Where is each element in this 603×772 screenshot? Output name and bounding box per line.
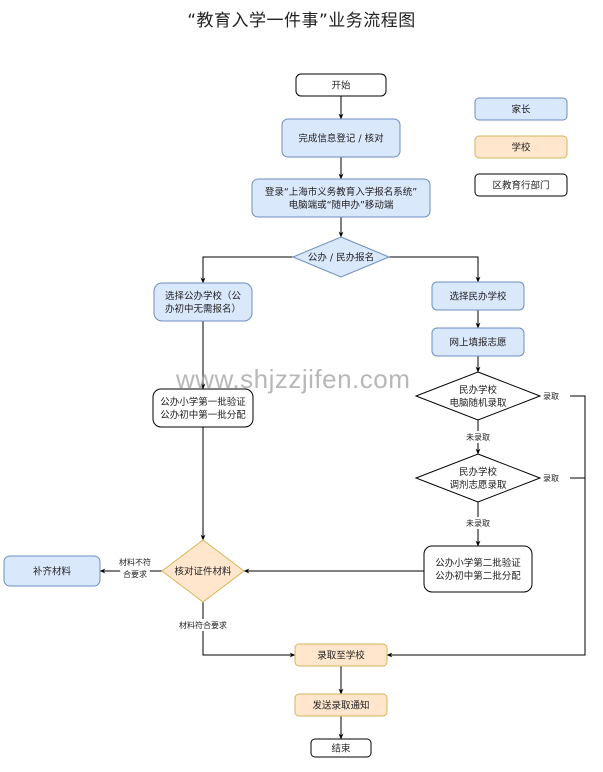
private-adjust-label: 调剂志愿录取 — [449, 479, 507, 491]
end-label: 结束 — [331, 743, 351, 755]
admit-school-label: 录取至学校 — [317, 650, 365, 662]
legend-parent-swatch — [474, 97, 568, 121]
e-adjust-batch2-label: 未录取 — [466, 518, 490, 528]
start-label: 开始 — [331, 80, 351, 92]
admit-school-shape — [294, 643, 388, 667]
public-batch-1-label: 公办小学第一批验证 — [160, 396, 246, 408]
e-choice-private-connector — [389, 256, 481, 283]
public-private-choice-label: 公办 / 民办报名 — [308, 252, 374, 264]
legend-dept-swatch — [474, 173, 568, 197]
public-batch-2-shape — [423, 545, 533, 593]
login-system-node: 登录“上海市义务教育入学报名系统”电脑端或“随申办”移动端 — [251, 178, 431, 218]
supplement-docs-node: 补齐材料 — [3, 555, 101, 587]
verify-docs-shape — [161, 539, 245, 603]
choose-public-label: 选择公办学校（公 — [165, 290, 242, 302]
edge-label-bg — [116, 556, 154, 568]
info-register-node: 完成信息登记 / 核对 — [281, 118, 401, 158]
private-lottery-label: 电脑随机录取 — [449, 397, 507, 409]
edge-label-bg — [541, 472, 565, 484]
send-notice-node: 发送录取通知 — [294, 693, 388, 717]
end-node: 结束 — [310, 738, 372, 758]
login-system-label: 登录“上海市义务教育入学报名系统” — [265, 186, 417, 198]
legend-dept: 区教育行部门 — [474, 173, 568, 197]
e-choice-public-connector — [200, 256, 293, 284]
private-adjust-label: 民办学校 — [459, 466, 498, 478]
e-verify-supplement-label: 合要求 — [123, 569, 147, 579]
legend-school: 学校 — [474, 135, 568, 159]
edge-label-bg — [120, 568, 150, 580]
public-private-choice-node: 公办 / 民办报名 — [291, 236, 391, 278]
start-node: 开始 — [295, 73, 387, 97]
e-adjust-admit-label: 录取 — [543, 474, 559, 483]
admit-school-node: 录取至学校 — [294, 643, 388, 667]
login-system-label: 电脑端或“随申办”移动端 — [289, 199, 394, 211]
legend-school-swatch — [474, 135, 568, 159]
info-register-shape — [281, 118, 401, 158]
e-lottery-admit-label: 录取 — [543, 392, 559, 401]
e-lottery-adjust-label: 未录取 — [466, 432, 490, 442]
send-notice-shape — [294, 693, 388, 717]
legend-parent-label: 家长 — [511, 104, 531, 116]
e-lottery-admit-connector — [386, 395, 586, 658]
verify-docs-label: 核对证件材料 — [174, 566, 232, 578]
public-batch-1-shape — [152, 388, 254, 428]
choose-public-label: 办初中无需报名） — [165, 303, 241, 315]
private-adjust-shape — [414, 453, 542, 503]
legend-dept-label: 区教育行部门 — [492, 180, 549, 192]
public-private-choice-shape — [291, 236, 391, 278]
login-system-shape — [251, 178, 431, 218]
choose-public-shape — [153, 282, 253, 322]
public-batch-2-label: 公办初中第二批分配 — [435, 570, 521, 582]
fill-preference-node: 网上填报志愿 — [431, 327, 525, 357]
send-notice-label: 发送录取通知 — [312, 700, 369, 712]
verify-docs-node: 核对证件材料 — [161, 539, 245, 603]
supplement-docs-label: 补齐材料 — [33, 566, 72, 578]
legend-school-label: 学校 — [511, 142, 531, 154]
choose-private-label: 选择民办学校 — [449, 291, 507, 303]
public-batch-2-label: 公办小学第二批验证 — [435, 557, 521, 569]
supplement-docs-shape — [3, 555, 101, 587]
choose-private-node: 选择民办学校 — [431, 281, 525, 311]
fill-preference-label: 网上填报志愿 — [449, 337, 506, 349]
private-lottery-label: 民办学校 — [459, 384, 498, 396]
info-register-label: 完成信息登记 / 核对 — [298, 133, 384, 145]
edge-label-bg — [463, 517, 493, 529]
edge-label-bg — [463, 431, 493, 443]
edge-label-bg — [541, 390, 565, 402]
private-lottery-shape — [414, 371, 542, 421]
choose-private-shape — [431, 281, 525, 311]
end-shape — [310, 738, 372, 758]
legend-parent: 家长 — [474, 97, 568, 121]
public-batch-1-label: 公办初中第一批分配 — [160, 409, 246, 421]
start-shape — [295, 73, 387, 97]
fill-preference-shape — [431, 327, 525, 357]
e-verify-supplement-label: 材料不符 — [119, 557, 151, 567]
diagram-title: “教育入学一件事”业务流程图 — [187, 11, 416, 31]
edge-label-bg — [175, 619, 231, 631]
e-verify-admit-label: 材料符合要求 — [179, 620, 227, 630]
